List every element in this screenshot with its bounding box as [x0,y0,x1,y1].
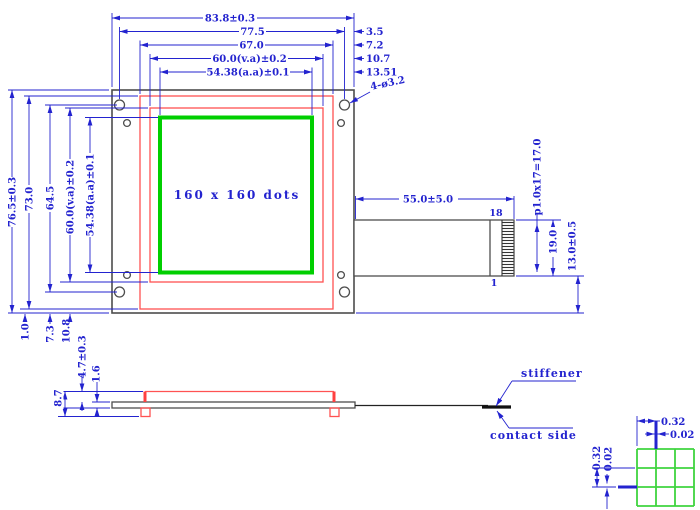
fpc-tail: 18 1 [353,208,515,289]
alignment-hole [336,118,346,128]
dim-bezel-width: 67.0 [239,41,263,52]
alignment-hole [122,118,132,128]
bottom-offset-dimensions: 1.0 7.3 10.8 [21,314,73,343]
side-view: 8.7 4.7±0.3 1.6 stiffener contact side [52,335,583,442]
dim-offset-13-51: 13.51 [366,68,397,79]
alignment-hole [122,270,132,280]
stiffener-callout: stiffener [521,367,583,380]
dim-bottom-10-8: 10.8 [62,319,73,343]
alignment-hole [336,270,346,280]
dim-offset-10-7: 10.7 [366,54,390,65]
dim-active-height: 54.38(a.a)±0.1 [86,154,97,237]
dim-glass-thickness: 1.6 [92,365,103,382]
dim-viewing-width: 60.0(v.a)±0.2 [212,54,286,65]
dim-cell-thickness: 4.7±0.3 [78,335,89,378]
front-view: 160 x 160 dots [111,89,355,314]
dim-overall-height: 76.5±0.3 [8,177,19,227]
dim-bottom-1-0: 1.0 [21,323,32,340]
dim-bezel-height: 73.0 [25,187,36,211]
hole-callout-leader [349,91,371,104]
mounting-hole [338,99,351,111]
pin-18-label: 18 [489,208,503,219]
display-resolution-label: 160 x 160 dots [174,188,300,202]
dim-viewing-height: 60.0(v.a)±0.2 [66,160,77,234]
dim-tail-offset: 13.0±0.5 [568,221,579,271]
left-dimensions: 76.5±0.3 73.0 64.5 60.0(v.a)±0.2 54.38(a… [6,89,158,314]
contact-side-callout: contact side [490,429,577,442]
dim-bottom-7-3: 7.3 [46,325,57,342]
bottom-boss [140,407,151,418]
dim-contact-pitch: p1.0x17=17.0 [533,138,544,215]
top-dimensions: 83.8±0.3 77.5 67.0 60.0(v.a)±0.2 54.38(a… [111,12,406,115]
contact-fingers [502,221,514,275]
dim-dot-gap-v: 0.02 [604,447,615,471]
dim-dot-pitch-v: 0.32 [592,446,603,470]
fpc-tail-outline [353,219,515,277]
dim-hole-spacing-h: 77.5 [240,27,264,38]
dim-offset-3-5: 3.5 [366,27,383,38]
glass-stack [111,401,356,409]
bezel-outline [139,95,334,310]
dot-grid [636,448,695,507]
dim-total-thickness: 8.7 [54,389,65,406]
dim-tail-length: 55.0±5.0 [403,195,453,206]
dot-pitch-detail: 0.32 0.02 0.32 0.02 [592,416,695,509]
dim-hole-spacing-v: 64.5 [46,186,57,210]
dim-dot-gap-h: 0.02 [670,430,694,441]
dim-offset-7-2: 7.2 [366,41,383,52]
dim-tail-width: 19.0 [549,230,560,254]
dim-dot-pitch-h: 0.32 [661,417,685,428]
active-area-outline [158,115,314,275]
viewing-area-outline [149,107,324,283]
tail-dimensions: 55.0±5.0 p1.0x17=17.0 19.0 13.0±0.5 [355,138,584,314]
dim-active-width: 54.38(a.a)±0.1 [207,68,290,79]
bottom-boss [329,407,340,418]
mounting-hole [338,286,351,298]
dim-overall-width: 83.8±0.3 [205,14,255,25]
pin-1-label: 1 [491,278,498,289]
